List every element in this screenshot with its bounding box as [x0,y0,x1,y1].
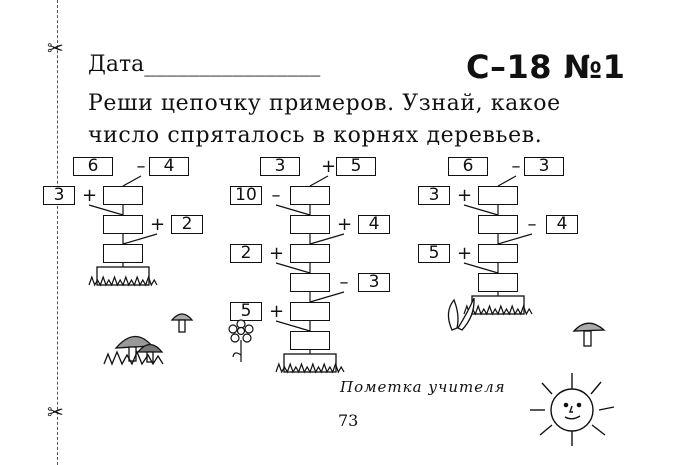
answer-box[interactable] [478,244,518,263]
top-number-box: 4 [149,157,189,176]
branch-line [275,262,311,274]
answer-box[interactable] [478,186,518,205]
task-text: Реши цепочку примеров. Узнай, какое числ… [88,88,628,152]
answer-box[interactable] [103,186,143,205]
branch-line [463,204,499,216]
operator-sign: – [271,185,281,206]
answer-box[interactable] [290,331,330,350]
answer-box[interactable] [290,215,330,234]
operator-sign: – [339,272,349,293]
branch-line [497,175,517,187]
operator-sign: + [269,243,285,264]
date-label: Дата________________ [88,52,321,77]
small-mushroom-icon [170,313,194,333]
answer-box[interactable] [290,244,330,263]
page-number: 73 [338,411,359,430]
operand-box: 3 [43,186,75,205]
task-line-1: Реши цепочку примеров. Узнай, какое [88,91,561,116]
answer-box[interactable] [290,302,330,321]
top-number-box: 6 [448,157,488,176]
operand-box: 4 [358,215,390,234]
branch-line [309,175,329,187]
branch-line [275,204,311,216]
operand-box: 3 [358,273,390,292]
task-line-2: число спряталось в корнях деревьев. [88,123,543,148]
branch-line [309,291,345,303]
operator-sign: + [457,185,473,206]
top-number-box: 5 [336,157,376,176]
grass-icon [88,275,158,287]
answer-box[interactable] [478,273,518,292]
grass-icon [463,304,533,316]
operator-sign: – [511,156,521,177]
operator-sign: + [337,214,353,235]
answer-box[interactable] [478,215,518,234]
branch-line [309,233,345,245]
operand-box: 3 [418,186,450,205]
answer-box[interactable] [103,244,143,263]
mushroom-group-icon [103,335,164,366]
grass-icon [275,362,345,374]
scissors-icon: ✂ [47,36,64,60]
scissors-icon: ✂ [47,400,64,424]
sun-icon [530,373,615,446]
operator-sign: + [321,156,337,177]
tulip-icon [447,297,475,331]
answer-box[interactable] [290,186,330,205]
operator-sign: – [136,156,146,177]
branch-line [122,175,142,187]
operator-sign: + [269,301,285,322]
teacher-note-label: Пометка учителя [340,378,506,396]
answer-box[interactable] [103,215,143,234]
branch-line [275,320,311,332]
operand-box: 5 [418,244,450,263]
branch-line [88,204,124,216]
operator-sign: + [82,185,98,206]
operand-box: 2 [230,244,262,263]
operator-sign: + [150,214,166,235]
top-number-box: 3 [524,157,564,176]
worksheet-code: С–18 №1 [466,48,626,86]
branch-line [497,233,533,245]
operand-box: 10 [230,186,262,205]
operator-sign: + [457,243,473,264]
operand-box: 5 [230,302,262,321]
operand-box: 4 [546,215,578,234]
operand-box: 2 [171,215,203,234]
answer-box[interactable] [290,273,330,292]
top-number-box: 6 [73,157,113,176]
branch-line [122,233,158,245]
cut-line [57,0,58,465]
operator-sign: – [527,214,537,235]
right-mushroom-icon [572,322,606,347]
top-number-box: 3 [260,157,300,176]
branch-line [463,262,499,274]
flower-icon [228,319,254,362]
